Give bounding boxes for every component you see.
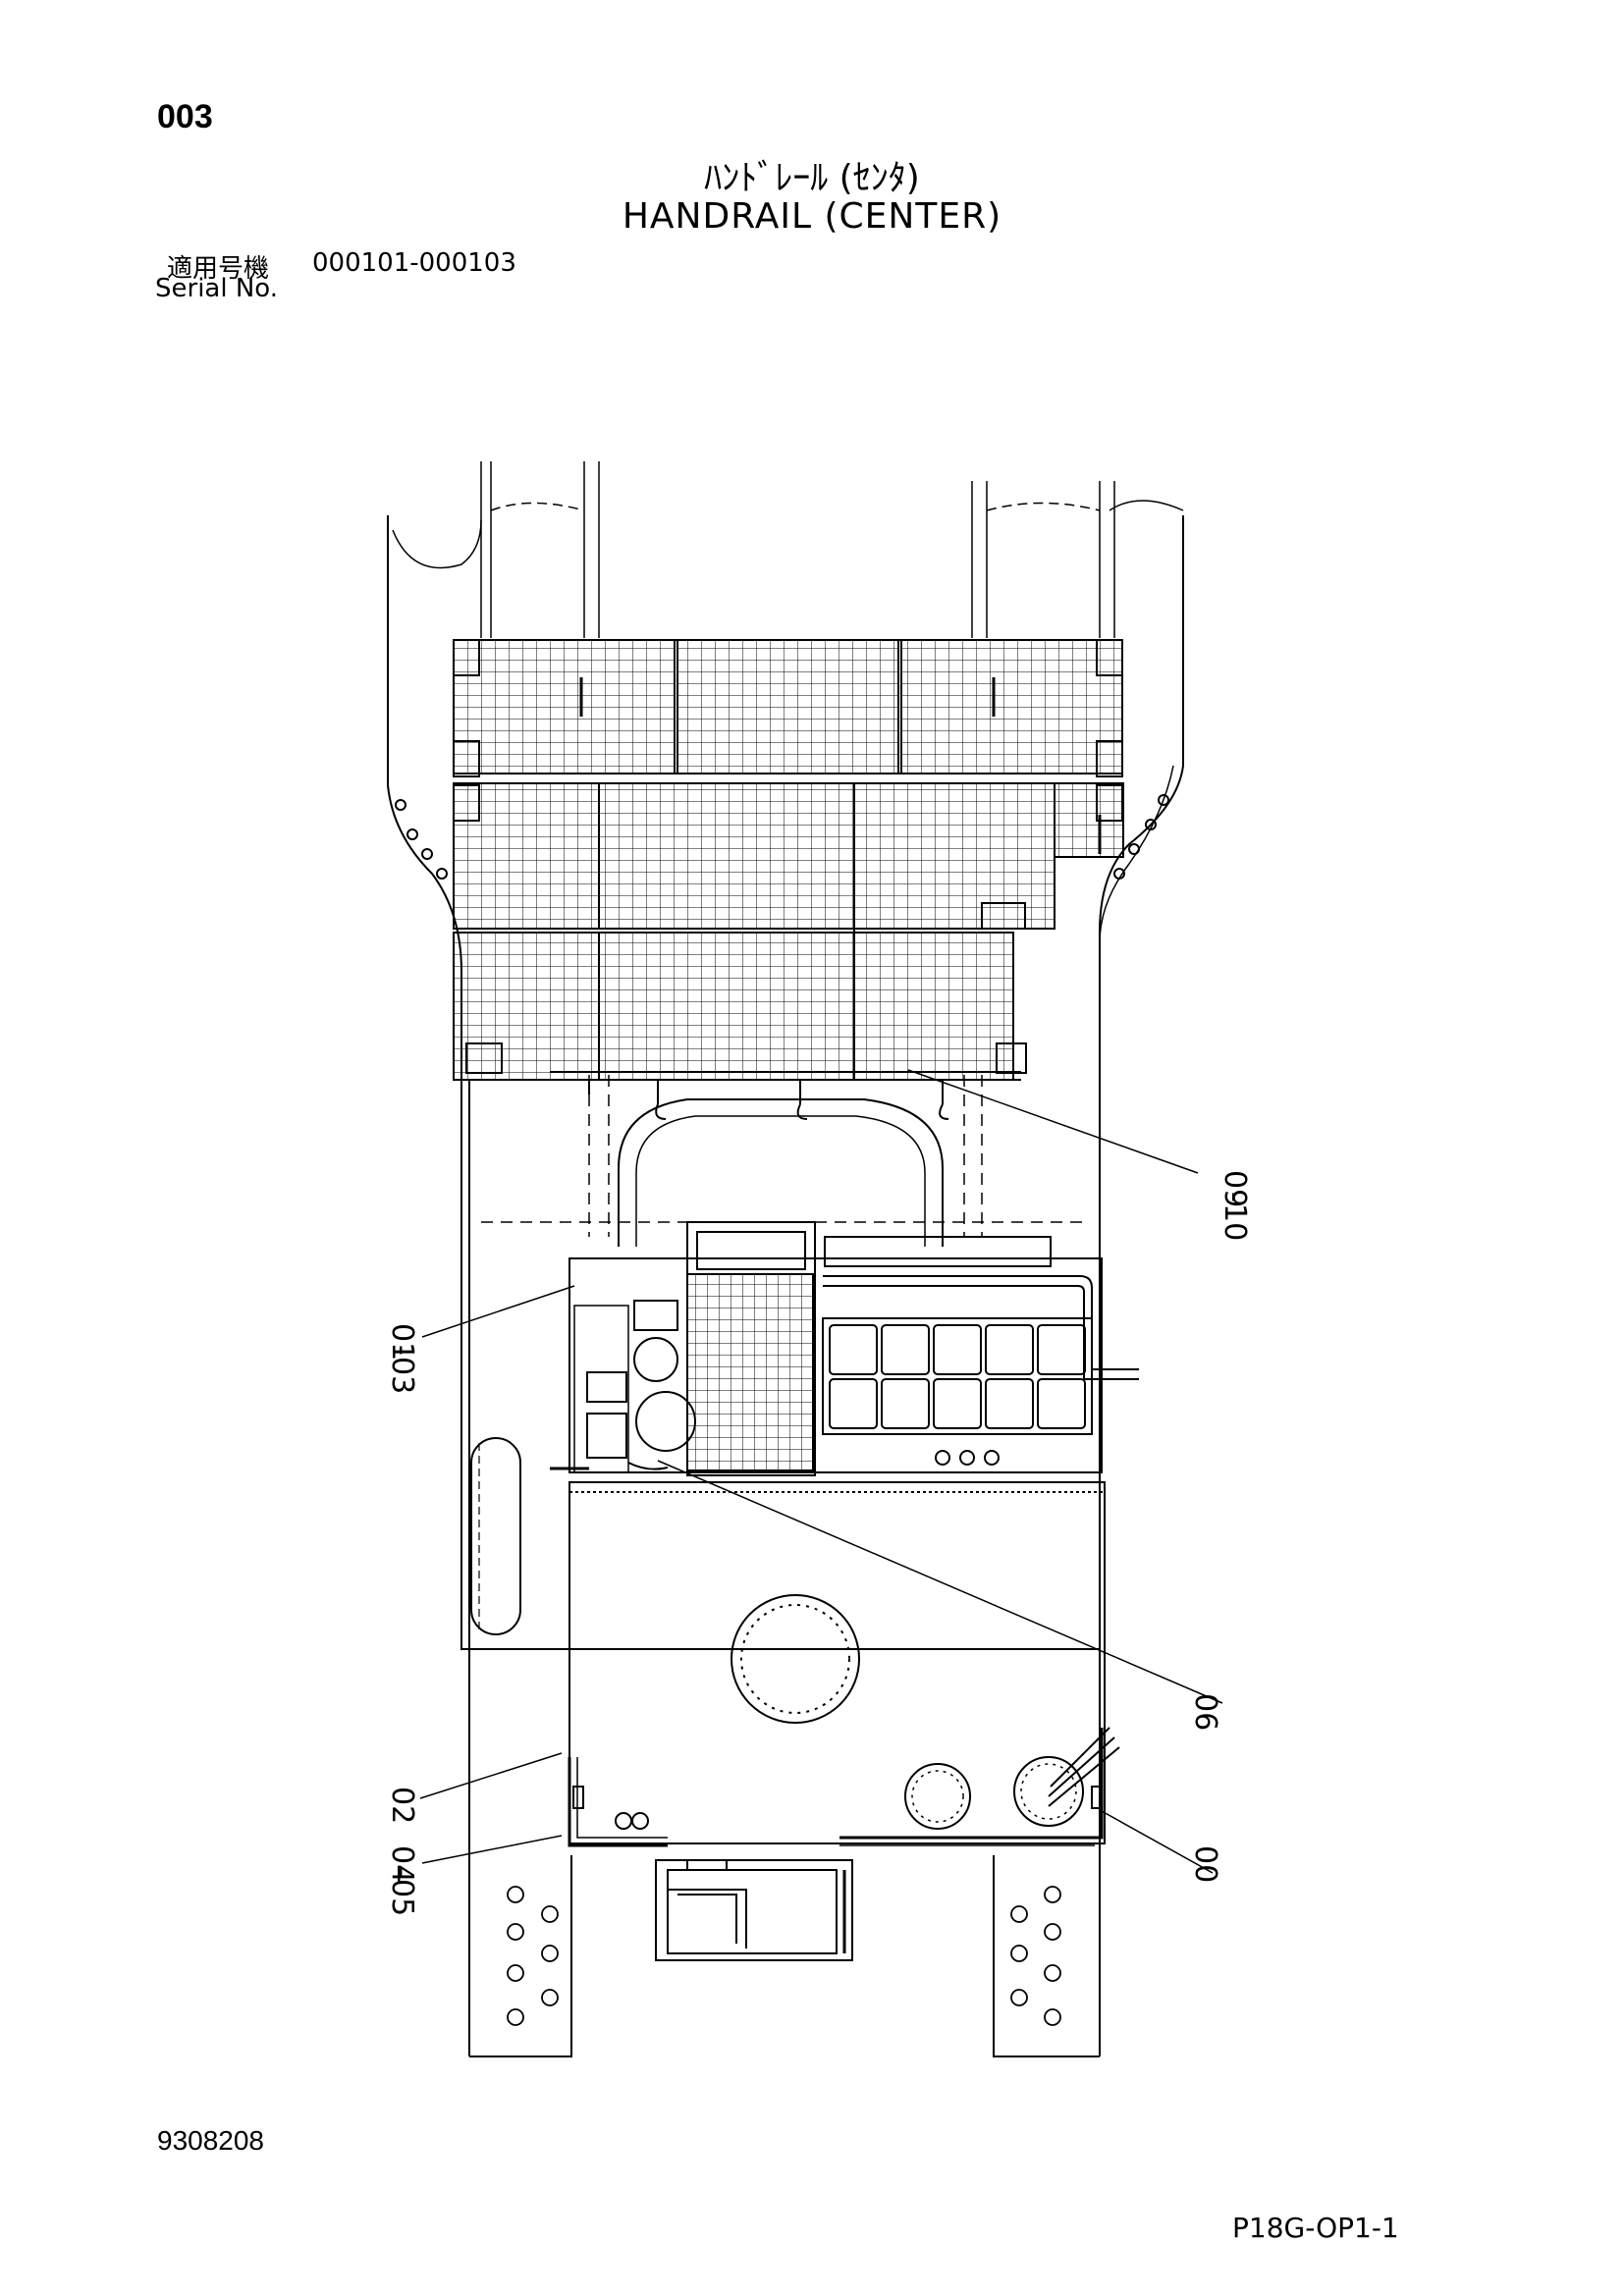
drawing-number: 9308208 bbox=[157, 2125, 265, 2156]
svg-text:-: - bbox=[385, 1867, 419, 1878]
bolt-holes bbox=[507, 1886, 1061, 2026]
access-ladder bbox=[655, 1859, 853, 1961]
upper-grating bbox=[453, 639, 1124, 1081]
callout-03: 03 bbox=[385, 1357, 419, 1394]
serial-range: 000101-000103 bbox=[312, 248, 516, 278]
title-japanese: ﾊﾝﾄﾞﾚｰﾙ (ｾﾝﾀ) bbox=[704, 158, 920, 198]
svg-text:-: - bbox=[385, 1345, 419, 1356]
machine-frame bbox=[387, 461, 1184, 2057]
page-number: 003 bbox=[157, 98, 213, 135]
tank-deck bbox=[568, 1481, 1120, 1847]
callout-02: 02 bbox=[385, 1787, 419, 1824]
serial-label-english: Serial No. bbox=[155, 274, 278, 303]
callout-06: 06 bbox=[1188, 1693, 1222, 1731]
callout-05: 05 bbox=[385, 1879, 419, 1916]
callout-10: 10 bbox=[1218, 1203, 1252, 1241]
callout-01: 01 bbox=[385, 1323, 419, 1361]
upper-deck bbox=[550, 1221, 1139, 1476]
sheet-code: P18G-OP1-1 bbox=[1232, 2212, 1399, 2244]
serial-label-japanese: 適用号機 bbox=[167, 254, 270, 284]
svg-text:-: - bbox=[1218, 1192, 1252, 1202]
callout-09: 09 bbox=[1218, 1170, 1252, 1207]
leader-lines bbox=[419, 1069, 1223, 1874]
callout-04: 04 bbox=[385, 1845, 419, 1883]
title-english: HANDRAIL (CENTER) bbox=[622, 196, 1002, 237]
callout-labels: 09 - 10 01 - 03 06 02 04 - 05 00 bbox=[385, 1170, 1252, 1916]
callout-00: 00 bbox=[1188, 1845, 1222, 1883]
